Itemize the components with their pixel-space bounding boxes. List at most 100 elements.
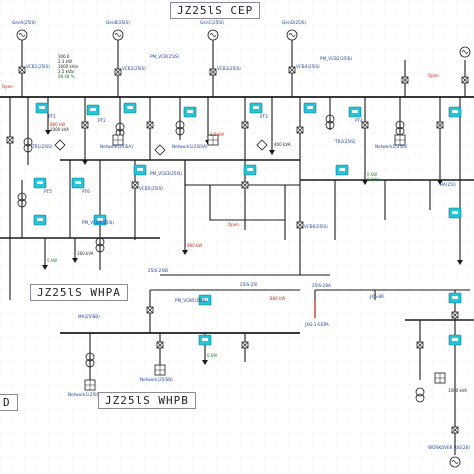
- pm-label: PM_VCB5(25lS): [175, 298, 207, 303]
- generator-icon[interactable]: [207, 29, 219, 41]
- meter-icon[interactable]: [154, 144, 166, 156]
- value-text: 880 kW: [187, 243, 202, 248]
- breaker-icon[interactable]: [296, 221, 304, 229]
- whpa-title: JZ25lS WHPA: [37, 286, 121, 299]
- relay-icon[interactable]: [335, 164, 349, 176]
- relay-icon[interactable]: [71, 177, 85, 189]
- cep-title: JZ25lS CEP: [177, 4, 254, 17]
- relay-icon[interactable]: [35, 102, 49, 114]
- transformer-label: TR2(25lS): [334, 139, 356, 144]
- network-label: Network1(25lSA): [172, 144, 208, 149]
- tie-label: 25lS-25lB: [148, 268, 168, 273]
- whpb-title: JZ25lS WHPB: [105, 394, 189, 407]
- transformer-label: PT2: [98, 118, 106, 123]
- value-text: 0 kW: [367, 172, 377, 177]
- generator-icon[interactable]: [449, 456, 461, 468]
- tie-label: JXA-8R: [369, 294, 384, 299]
- breaker-icon[interactable]: [461, 76, 469, 84]
- generator-icon[interactable]: [16, 29, 28, 41]
- cut-title-box: D: [0, 394, 18, 411]
- transformer-label: PT3: [260, 114, 268, 119]
- breaker-icon[interactable]: [156, 341, 164, 349]
- pm-label: PM_VCB(25lS): [150, 54, 180, 59]
- relay-icon[interactable]: [448, 292, 462, 304]
- relay-icon[interactable]: [198, 334, 212, 346]
- relay-icon[interactable]: [448, 106, 462, 118]
- breaker-icon[interactable]: [241, 341, 249, 349]
- breaker-icon[interactable]: [81, 121, 89, 129]
- relay-icon[interactable]: [448, 207, 462, 219]
- pm-label: PM_VCB2(25lS): [320, 56, 352, 61]
- switch-label: VCB3(25lS): [217, 66, 241, 71]
- open-status-text: Open: [2, 84, 13, 89]
- breaker-icon[interactable]: [18, 66, 26, 74]
- breaker-icon[interactable]: [146, 121, 154, 129]
- relay-icon[interactable]: [303, 102, 317, 114]
- pm-label: PM_VCB4(25lS): [82, 220, 114, 225]
- relay-icon[interactable]: [249, 102, 263, 114]
- gen-label: GenB(25lS): [106, 20, 130, 25]
- value-text: 98.48 %: [58, 74, 75, 79]
- breaker-icon[interactable]: [209, 68, 217, 76]
- value-text: 880 kW: [50, 122, 65, 127]
- whpb-title-box: JZ25lS WHPB: [98, 392, 196, 409]
- value-text: 2.9 kW: [210, 132, 224, 137]
- value-text: 0 kVar: [367, 177, 380, 182]
- open-status-text: Open: [228, 222, 239, 227]
- meters: [54, 139, 268, 156]
- relay-icon[interactable]: [348, 106, 362, 118]
- generator-icon[interactable]: [286, 29, 298, 41]
- switch-label: VCB6(25lS): [304, 224, 328, 229]
- measurements: 306.6 2.3 kW 1600 kVar 2.5 kVar 98.48 % …: [2, 54, 467, 393]
- value-text: 1600 kVar: [58, 64, 79, 69]
- breaker-icon[interactable]: [436, 121, 444, 129]
- labels: GenA(25lS) GenB(25lS) GenC(25lS) GenD(25…: [12, 20, 470, 450]
- value-text: 306.6: [58, 54, 70, 59]
- breaker-icon[interactable]: [401, 76, 409, 84]
- value-text: 2.3 kW: [58, 59, 72, 64]
- value-text: 880 kW: [270, 296, 285, 301]
- breaker-icon[interactable]: [451, 426, 459, 434]
- relay-icon[interactable]: [133, 164, 147, 176]
- switch-label: VCB5(25lS): [139, 186, 163, 191]
- network-icon[interactable]: [84, 379, 96, 391]
- generator-icon[interactable]: [459, 46, 471, 58]
- pm-label: PM_VCB3(25lS): [150, 171, 182, 176]
- open-status-text: Open: [428, 73, 439, 78]
- breaker-icon[interactable]: [241, 121, 249, 129]
- gen-label: GenA(25lS): [12, 20, 36, 25]
- relay-icon[interactable]: [33, 177, 47, 189]
- meter-icon[interactable]: [54, 139, 66, 151]
- relay-icon[interactable]: [183, 106, 197, 118]
- breaker-icon[interactable]: [416, 341, 424, 349]
- breaker-icon[interactable]: [146, 306, 154, 314]
- breaker-icon[interactable]: [361, 121, 369, 129]
- breaker-icon[interactable]: [241, 181, 249, 189]
- breaker-icon[interactable]: [6, 136, 14, 144]
- generator-icon[interactable]: [112, 29, 124, 41]
- transformer-label: PT1: [48, 114, 56, 119]
- bus-label: MA(25lSB): [78, 314, 100, 319]
- meter-icon[interactable]: [256, 139, 268, 151]
- gen-label: GenD(25lS): [282, 20, 306, 25]
- switch-label: VCB2(25lS): [122, 66, 146, 71]
- whpa-title-box: JZ25lS WHPA: [30, 284, 128, 301]
- switch-label: VCB4(25lS): [296, 64, 320, 69]
- bus-label: WORKOVER RIG(28): [428, 445, 470, 450]
- relay-icon[interactable]: [33, 214, 47, 226]
- relay-icon[interactable]: [243, 164, 257, 176]
- network-icon[interactable]: [434, 372, 446, 384]
- breaker-icon[interactable]: [288, 66, 296, 74]
- network-icon[interactable]: [154, 364, 166, 376]
- bus-label: HA(25l): [440, 182, 456, 187]
- transformer-label: PT5: [44, 189, 52, 194]
- breaker-icon[interactable]: [296, 126, 304, 134]
- value-text: 400 kVA: [274, 142, 291, 147]
- breaker-icon[interactable]: [451, 311, 459, 319]
- relay-icon[interactable]: [448, 334, 462, 346]
- network-label: Network1(25lS): [375, 144, 408, 149]
- relay-icon[interactable]: [86, 104, 100, 116]
- breaker-icon[interactable]: [131, 181, 139, 189]
- relay-icon[interactable]: [123, 102, 137, 114]
- breaker-icon[interactable]: [114, 68, 122, 76]
